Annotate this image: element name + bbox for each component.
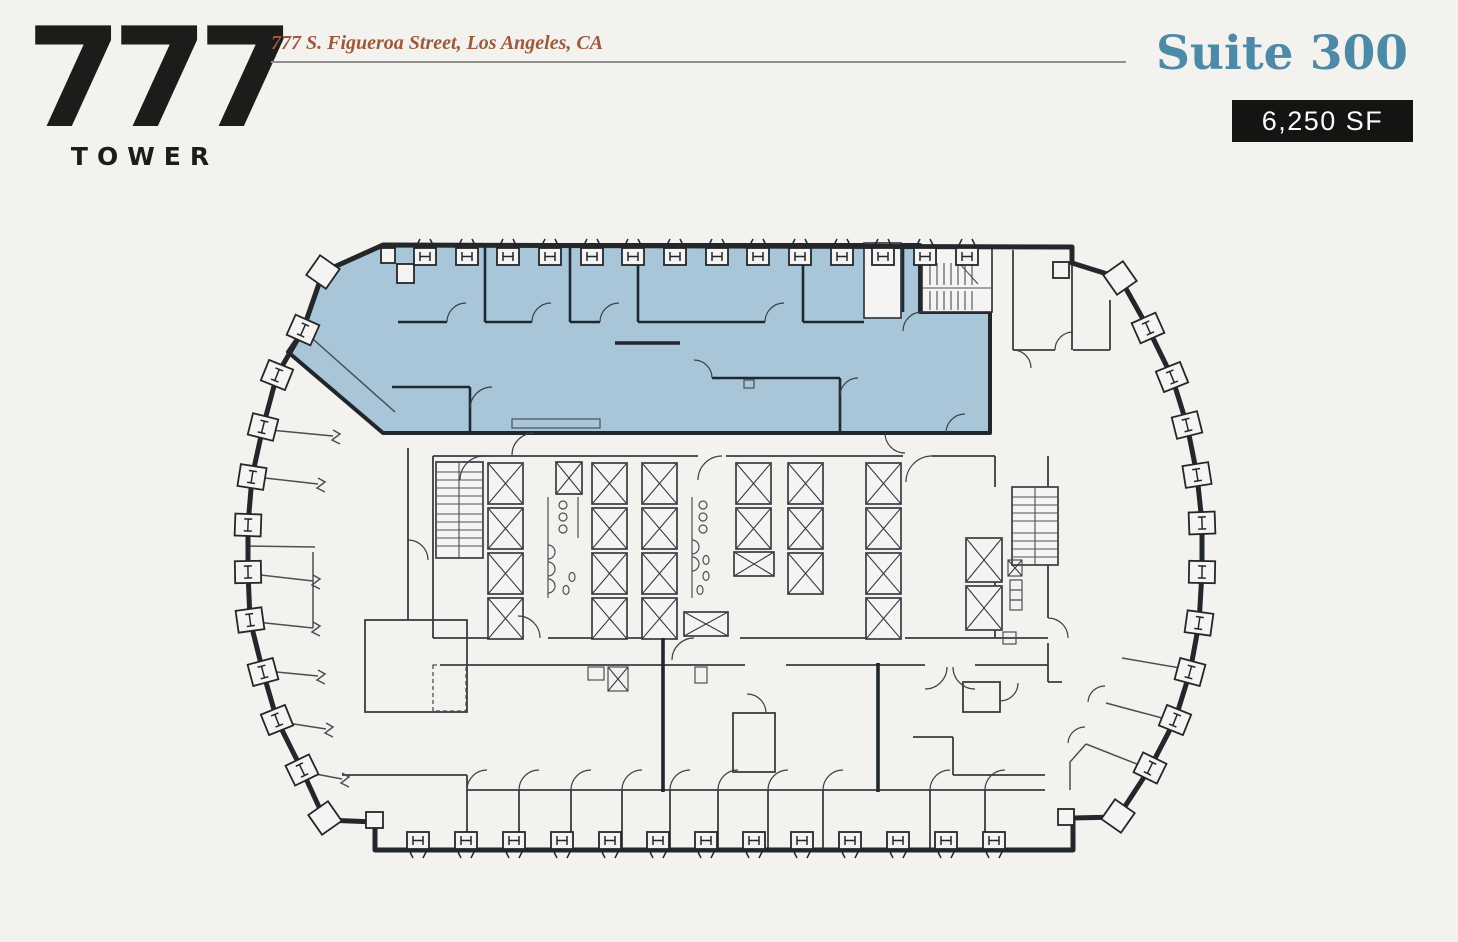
lower-floor-partitions <box>342 448 1048 850</box>
header-divider-line <box>271 61 1126 63</box>
building-address: 777 S. Figueroa Street, Los Angeles, CA <box>271 32 604 54</box>
door-swing-arcs <box>407 302 1106 791</box>
elevator-bank-a <box>487 461 583 640</box>
corner-columns <box>365 247 1075 829</box>
suite-title: Suite 300 <box>1155 26 1408 81</box>
elevator-bank-b <box>591 462 729 640</box>
west-radial-offices <box>245 429 351 788</box>
elevator-bank-d <box>865 462 902 640</box>
logo-tower: TOWER <box>70 142 219 171</box>
stairwell-east <box>1011 486 1059 566</box>
restroom-west <box>547 497 579 598</box>
restroom-east <box>691 497 710 598</box>
freight-elevators <box>965 537 1023 631</box>
window-mullions-south <box>406 831 1006 859</box>
area-badge: 6,250 SF <box>1232 100 1413 142</box>
suite-partition-walls <box>304 247 905 431</box>
southeast-radial-offices <box>1069 657 1193 790</box>
elevator-core <box>432 250 1110 683</box>
stairwell-west <box>435 461 484 559</box>
elevator-bank-c <box>733 462 824 595</box>
